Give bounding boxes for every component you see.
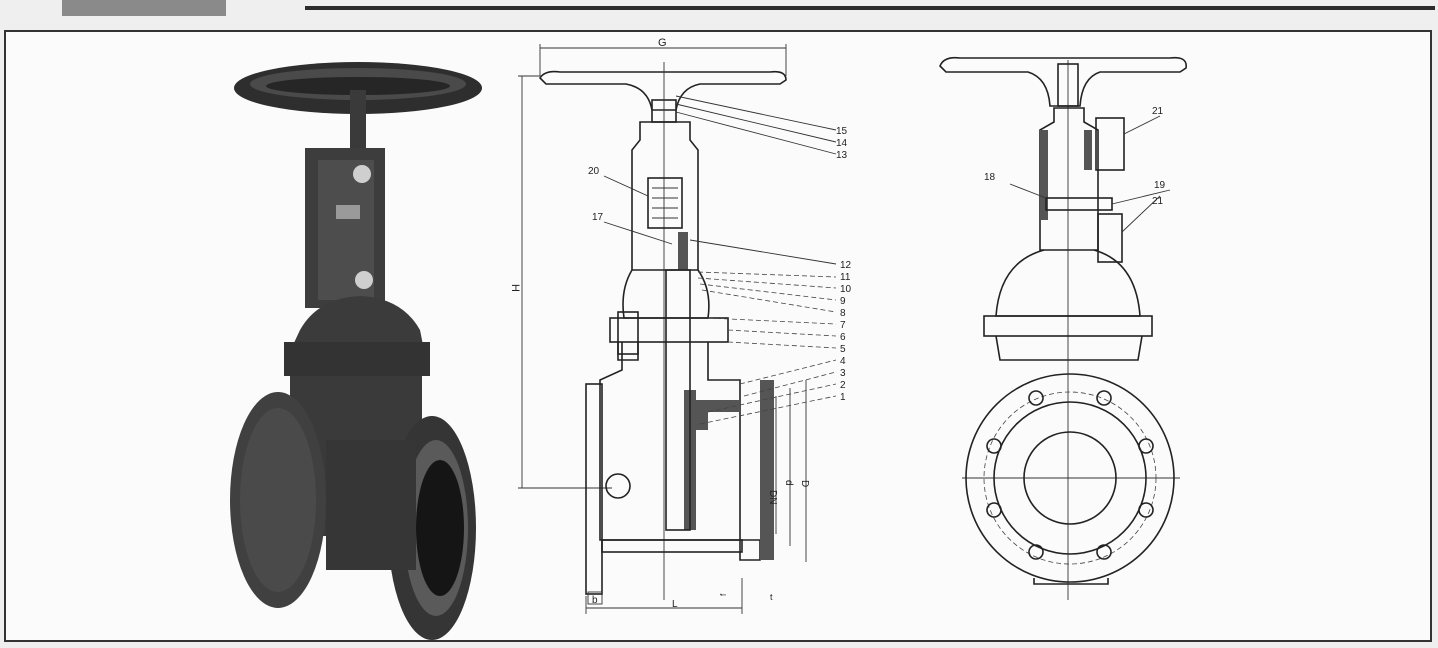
- valve-photo: [230, 62, 482, 640]
- callout-21-top: 21: [1152, 106, 1164, 117]
- callout-7: 7: [840, 320, 846, 331]
- callout-1: 1: [840, 392, 846, 403]
- callout-21-bottom: 21: [1152, 196, 1164, 207]
- dim-dn: DN: [767, 490, 778, 504]
- section-view: G H DN d: [509, 37, 837, 614]
- dim-g: G: [658, 37, 667, 49]
- dim-d-small: d: [783, 480, 794, 486]
- callout-19: 19: [1154, 180, 1166, 191]
- callout-18: 18: [984, 172, 996, 183]
- side-view: [939, 56, 1187, 600]
- callout-5: 5: [840, 344, 846, 355]
- callout-13: 13: [836, 150, 848, 161]
- dim-h: H: [509, 284, 521, 292]
- callout-12: 12: [840, 260, 852, 271]
- callout-2: 2: [840, 380, 846, 391]
- callout-6: 6: [840, 332, 846, 343]
- callout-14: 14: [836, 138, 848, 149]
- callout-11: 11: [840, 272, 851, 283]
- dim-d-large: D: [799, 480, 810, 487]
- callout-8: 8: [840, 308, 846, 319]
- dim-b: b: [592, 595, 598, 606]
- callout-9: 9: [840, 296, 846, 307]
- dim-t: t: [770, 592, 773, 602]
- header-gray-block: [62, 0, 226, 16]
- callout-10: 10: [840, 284, 852, 295]
- side-callouts: 21 18 19 21: [984, 106, 1166, 207]
- callout-17: 17: [592, 212, 604, 223]
- dim-f: f: [719, 593, 728, 596]
- section-callouts: 15 14 13 20 17 12 11 10 9 8 7 6 5 4 3 2 …: [588, 126, 852, 403]
- dim-l: L: [672, 599, 678, 610]
- callout-20: 20: [588, 166, 600, 177]
- header-rule: [305, 6, 1435, 10]
- callout-15: 15: [836, 126, 848, 137]
- callout-3: 3: [840, 368, 846, 379]
- callout-4: 4: [840, 356, 846, 367]
